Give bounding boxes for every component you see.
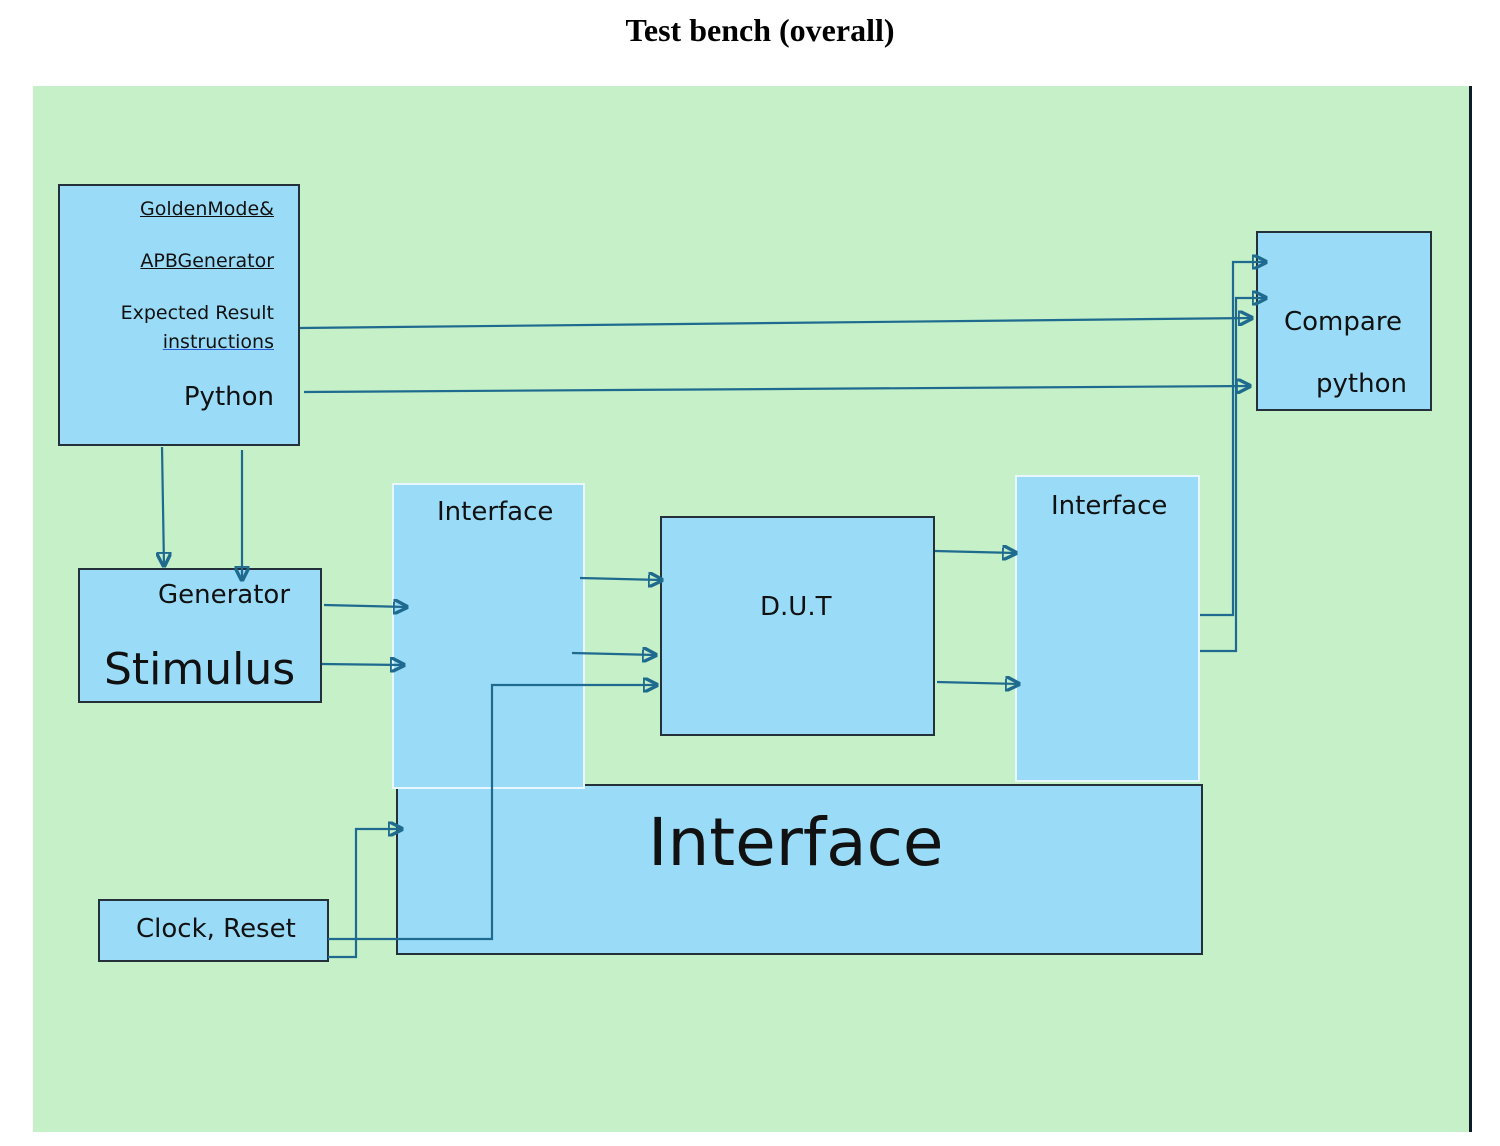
diagram-title: Test bench (overall) [625, 12, 895, 48]
interface-right-block[interactable]: Interface [1015, 475, 1200, 782]
dut-label: D.U.T [760, 592, 832, 622]
interface-left-label: Interface [437, 497, 554, 527]
compare-line2: python [1316, 369, 1407, 399]
page-border-line [1469, 86, 1472, 1132]
interface-bottom-block[interactable]: Interface [396, 784, 1203, 955]
golden-model-line1: GoldenMode& [139, 198, 274, 220]
golden-model-line4: instructions [162, 331, 274, 353]
stimulus-line2: Stimulus [104, 644, 296, 695]
interface-right-label: Interface [1051, 491, 1168, 521]
compare-block[interactable]: Compare python [1256, 231, 1432, 411]
clock-reset-block[interactable]: Clock, Reset [98, 899, 329, 962]
compare-line1: Compare [1284, 307, 1402, 337]
dut-block[interactable]: D.U.T [660, 516, 935, 736]
golden-model-line5: Python [183, 382, 274, 412]
interface-left-block[interactable]: Interface [392, 483, 585, 789]
stimulus-generator-block[interactable]: Generator Stimulus [78, 568, 322, 703]
golden-model-block[interactable]: GoldenMode& APBGenerator Expected Result… [58, 184, 300, 446]
interface-bottom-label: Interface [648, 804, 944, 881]
stimulus-line1: Generator [158, 580, 291, 610]
clock-reset-label: Clock, Reset [136, 914, 296, 944]
golden-model-line3: Expected Result [120, 302, 274, 324]
golden-model-line2: APBGenerator [140, 250, 274, 272]
